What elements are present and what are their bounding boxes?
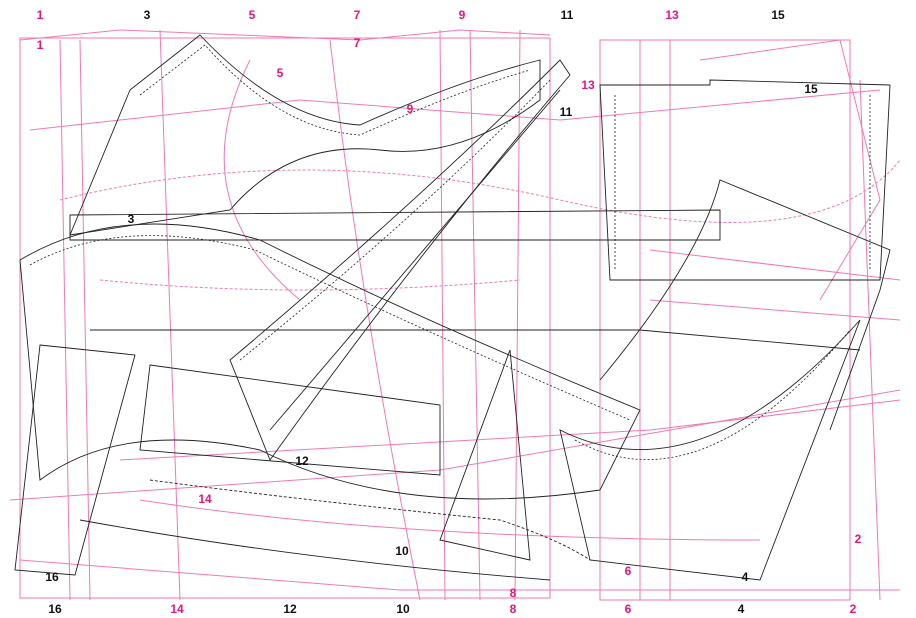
bottom-number-16: 16 <box>48 602 62 616</box>
piece-label-9: 9 <box>406 102 414 116</box>
top-number-7: 7 <box>353 8 361 22</box>
piece-label-8: 8 <box>509 586 517 600</box>
piece-label-4: 4 <box>741 570 749 584</box>
piece-label-15: 15 <box>804 82 818 96</box>
piece-label-16: 16 <box>45 570 59 584</box>
top-number-3: 3 <box>143 8 151 22</box>
piece-label-14: 14 <box>198 492 212 506</box>
piece-label-12: 12 <box>295 454 309 468</box>
top-number-13: 13 <box>665 8 679 22</box>
piece-label-1: 1 <box>36 38 44 52</box>
pink-pattern-pieces <box>9 29 901 601</box>
bottom-number-2: 2 <box>849 602 857 616</box>
piece-label-5: 5 <box>276 66 284 80</box>
piece-label-2: 2 <box>854 532 862 546</box>
bottom-number-4: 4 <box>737 602 745 616</box>
bottom-number-14: 14 <box>170 602 184 616</box>
top-number-5: 5 <box>248 8 256 22</box>
bottom-number-12: 12 <box>283 602 297 616</box>
top-number-9: 9 <box>458 8 466 22</box>
bottom-number-10: 10 <box>396 602 410 616</box>
piece-label-7: 7 <box>353 36 361 50</box>
piece-label-6: 6 <box>624 564 632 578</box>
piece-label-10: 10 <box>395 544 409 558</box>
bottom-number-8: 8 <box>509 602 517 616</box>
piece-label-3: 3 <box>127 212 135 226</box>
top-number-15: 15 <box>771 8 785 22</box>
top-number-11: 11 <box>560 8 574 22</box>
top-number-1: 1 <box>36 8 44 22</box>
piece-label-13: 13 <box>581 78 595 92</box>
piece-label-11: 11 <box>559 105 573 119</box>
black-pattern-pieces <box>14 34 891 581</box>
seam-allowance-lines <box>29 44 871 460</box>
bottom-number-6: 6 <box>624 602 632 616</box>
